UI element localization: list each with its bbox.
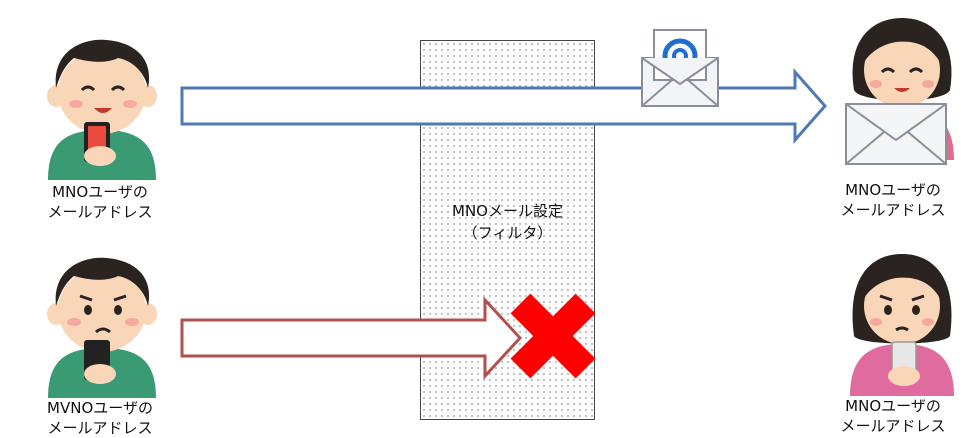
recipient-girl-worried-avatar xyxy=(850,254,954,396)
recipient-1-label-line2: メールアドレス xyxy=(840,201,946,219)
sender-1-label-line2: メールアドレス xyxy=(47,203,153,221)
sender-2-label-line1: MVNOユーザの xyxy=(47,399,153,417)
sender-boy-worried-avatar xyxy=(47,257,157,398)
filter-label: MNOメール設定 （フィルタ） xyxy=(420,200,595,244)
filter-label-line1: MNOメール設定 xyxy=(452,202,563,220)
recipient-2-label-line1: MNOユーザの xyxy=(845,397,941,415)
sender-2-label-line2: メールアドレス xyxy=(47,419,153,437)
sender-1-label-line1: MNOユーザの xyxy=(52,183,148,201)
envelope-icon xyxy=(845,103,947,165)
recipient-2-label-line2: メールアドレス xyxy=(840,417,946,435)
recipient-2-label: MNOユーザの メールアドレス xyxy=(818,396,968,436)
recipient-1-label-line1: MNOユーザの xyxy=(845,181,941,199)
filter-label-line2: （フィルタ） xyxy=(462,224,553,242)
email-at-icon xyxy=(641,29,719,107)
sender-boy-happy-avatar xyxy=(47,39,157,180)
sender-1-label: MNOユーザの メールアドレス xyxy=(20,182,180,222)
red-x-icon xyxy=(510,293,596,379)
sender-2-label: MVNOユーザの メールアドレス xyxy=(20,398,180,438)
recipient-1-label: MNOユーザの メールアドレス xyxy=(818,180,968,220)
